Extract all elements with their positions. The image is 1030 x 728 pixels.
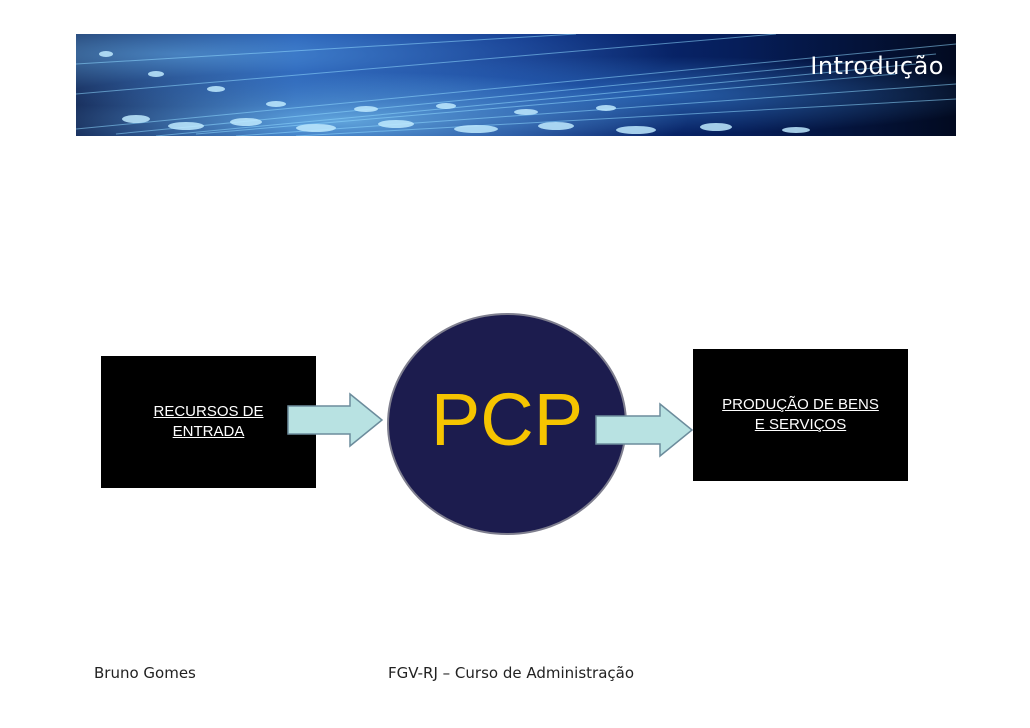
footer-institution: FGV-RJ – Curso de Administração	[388, 664, 634, 682]
slide-title: Introdução	[810, 52, 944, 80]
output-box-line-2: E SERVIÇOS	[754, 416, 847, 433]
arrow-pcp-to-output	[595, 402, 694, 458]
input-box-line-1: RECURSOS DE	[153, 403, 264, 420]
output-production-box: PRODUÇÃO DE BENS E SERVIÇOS	[693, 349, 908, 481]
fiber-optic-image	[76, 34, 956, 136]
output-box-line-1: PRODUÇÃO DE BENS	[722, 396, 879, 413]
footer-author: Bruno Gomes	[94, 664, 196, 682]
header-banner: Introdução	[76, 34, 956, 136]
pcp-node-label: PCP	[430, 378, 584, 461]
input-box-line-2: ENTRADA	[172, 423, 245, 440]
input-resources-box: RECURSOS DE ENTRADA	[101, 356, 316, 488]
arrow-input-to-pcp	[287, 392, 384, 448]
